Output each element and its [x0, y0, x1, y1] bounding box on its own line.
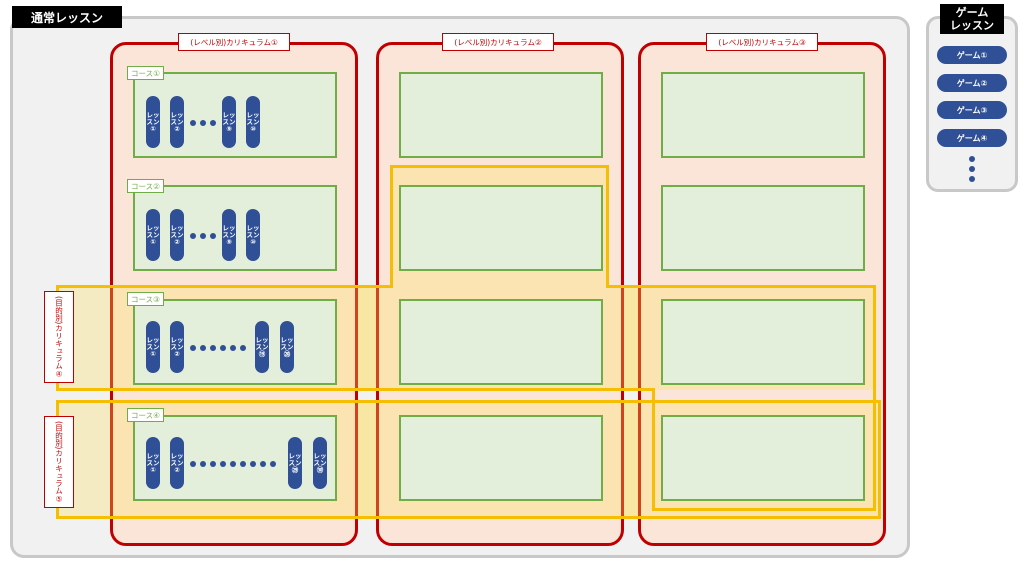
game-ellipsis-dot — [969, 156, 975, 162]
ellipsis-dot — [210, 120, 216, 126]
ellipsis-dot — [200, 120, 206, 126]
purpose-4-border-bottom-right — [652, 508, 876, 511]
curriculum-2-course-box-4 — [399, 415, 603, 501]
ellipsis-dot — [240, 461, 246, 467]
course-2-tag: コース② — [127, 179, 164, 193]
curriculum-3-course-box-4 — [661, 415, 865, 501]
curriculum-2-course-box-2 — [399, 185, 603, 271]
purpose-4-border-step-up — [390, 165, 393, 288]
level-curriculum-2-label: (レベル別)カリキュラム② — [442, 33, 554, 51]
game-item-2: ゲーム② — [937, 74, 1007, 92]
curriculum-3-course-box-1 — [661, 72, 865, 158]
game-ellipsis-dot — [969, 166, 975, 172]
ellipsis-dot — [200, 345, 206, 351]
ellipsis-dot — [240, 345, 246, 351]
purpose-4-border-bottom — [56, 388, 655, 391]
curriculum-2-course-box-1 — [399, 72, 603, 158]
course-4-tag: コース④ — [127, 408, 164, 422]
purpose-4-border-top-mid — [390, 165, 609, 168]
purpose-4-border-top-right — [606, 285, 876, 288]
curriculum-3-course-box-3 — [661, 299, 865, 385]
ellipsis-dot — [190, 120, 196, 126]
game-title-line1: ゲーム — [955, 6, 989, 19]
game-item-4: ゲーム④ — [937, 129, 1007, 147]
purpose-5-border-right — [878, 400, 881, 519]
course-3-tag: コース③ — [127, 292, 164, 306]
purpose-4-border-right — [873, 285, 876, 511]
ellipsis-dot — [210, 345, 216, 351]
purpose-curriculum-4-label: (目的別)カリキュラム④ — [44, 291, 74, 383]
ellipsis-dot — [210, 233, 216, 239]
ellipsis-dot — [190, 345, 196, 351]
game-item-1: ゲーム① — [937, 46, 1007, 64]
game-item-3: ゲーム③ — [937, 101, 1007, 119]
level-curriculum-3-label: (レベル別)カリキュラム③ — [706, 33, 818, 51]
ellipsis-dot — [190, 233, 196, 239]
ellipsis-dot — [200, 233, 206, 239]
ellipsis-dot — [270, 461, 276, 467]
purpose-5-border-bottom — [56, 516, 881, 519]
game-title-line2: レッスン — [950, 19, 994, 32]
purpose-curriculum-5-label: (目的別)カリキュラム⑤ — [44, 416, 74, 508]
game-lesson-title: ゲーム レッスン — [940, 4, 1004, 34]
course-1-tag: コース① — [127, 66, 164, 80]
ellipsis-dot — [250, 461, 256, 467]
level-curriculum-1-label: (レベル別)カリキュラム① — [178, 33, 290, 51]
ellipsis-dot — [190, 461, 196, 467]
ellipsis-dot — [220, 345, 226, 351]
purpose-4-border-inner-right — [652, 388, 655, 511]
purpose-4-border-top-left — [56, 285, 390, 288]
course-3-box — [133, 299, 337, 385]
ellipsis-dot — [230, 461, 236, 467]
curriculum-2-course-box-3 — [399, 299, 603, 385]
ellipsis-dot — [200, 461, 206, 467]
normal-lesson-title: 通常レッスン — [12, 6, 122, 28]
ellipsis-dot — [260, 461, 266, 467]
curriculum-3-course-box-2 — [661, 185, 865, 271]
purpose-4-border-step-down — [606, 165, 609, 288]
game-ellipsis-dot — [969, 176, 975, 182]
ellipsis-dot — [220, 461, 226, 467]
ellipsis-dot — [230, 345, 236, 351]
course-4-box — [133, 415, 337, 501]
ellipsis-dot — [210, 461, 216, 467]
purpose-5-border-top — [56, 400, 881, 403]
